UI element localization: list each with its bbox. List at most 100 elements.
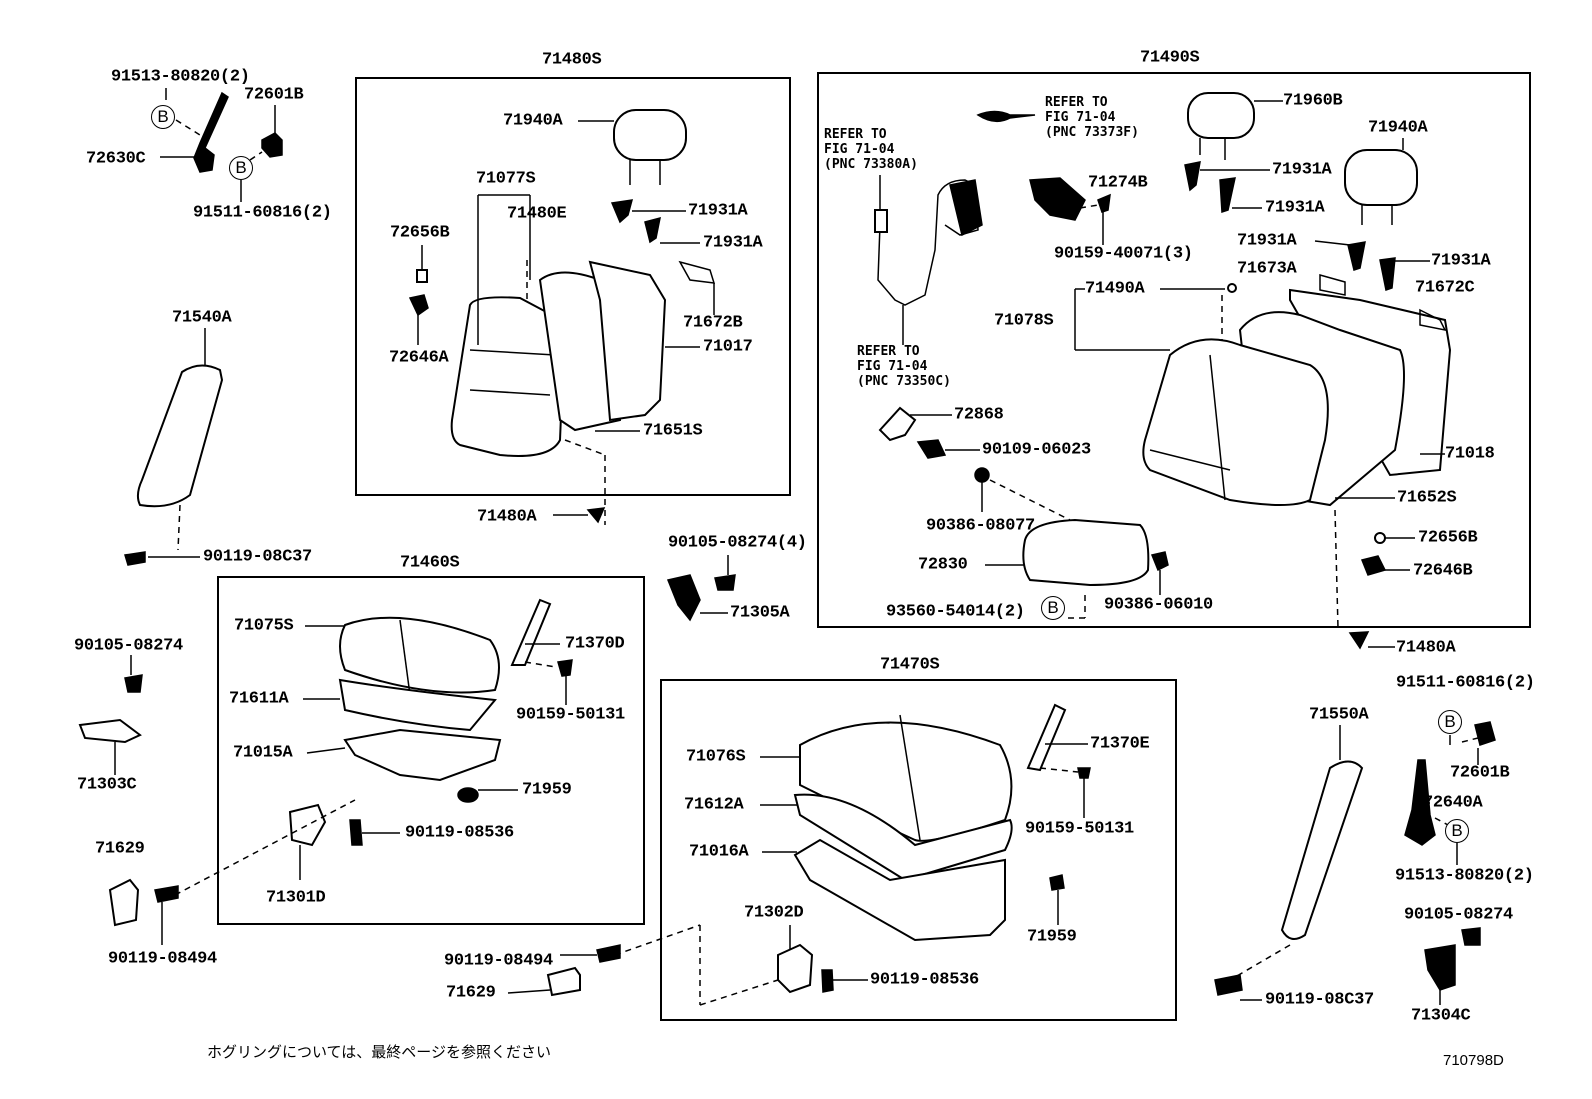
group-title: 71490S: [1140, 48, 1200, 68]
part-71274B: [1029, 177, 1086, 221]
group-title: 71470S: [880, 655, 940, 675]
part-number-label: 71018: [1445, 444, 1495, 464]
reference-note: REFER TO FIG 71-04 (PNC 73373F): [1045, 95, 1139, 140]
reference-note: REFER TO FIG 71-04 (PNC 73380A): [824, 127, 918, 172]
part-number-label: 71931A: [1237, 231, 1297, 251]
part-number-label: 93560-54014(2): [886, 602, 1025, 622]
part-number-label: 90105-08274: [1404, 905, 1513, 925]
part-number-label: 71959: [1027, 927, 1077, 947]
marker-b-circle: B: [1041, 596, 1065, 620]
part-number-label: 71629: [446, 983, 496, 1003]
part-number-label: 72656B: [1418, 528, 1478, 548]
part-number-label: 90119-08536: [405, 823, 514, 843]
part-number-label: 71370D: [565, 634, 625, 654]
part-number-label: 91513-80820(2): [1395, 866, 1534, 886]
part-number-label: 71960B: [1283, 91, 1343, 111]
part-71612A: [793, 793, 1013, 882]
part-number-label: 71931A: [1265, 198, 1325, 218]
part-number-label: 90119-08494: [444, 951, 553, 971]
part-71016A: [793, 838, 1006, 942]
reference-note: REFER TO FIG 71-04 (PNC 73350C): [857, 344, 951, 389]
part-71078S: [1142, 338, 1329, 506]
part-number-label: 71651S: [643, 421, 703, 441]
part-number-label: 71480A: [477, 507, 537, 527]
part-number-label: 71673A: [1237, 259, 1297, 279]
part-number-label: 90119-08C37: [1265, 990, 1374, 1010]
part-71075S: [339, 616, 500, 694]
part-number-label: 71612A: [684, 795, 744, 815]
part-number-label: 71305A: [730, 603, 790, 623]
part-71540A: [136, 364, 224, 508]
part-number-label: 91511-60816(2): [1396, 673, 1535, 693]
part-71015A: [343, 728, 502, 782]
part-number-label: 72868: [954, 405, 1004, 425]
part-number-label: 71304C: [1411, 1006, 1471, 1026]
part-number-label: 72640A: [1423, 793, 1483, 813]
part-number-label: 72630C: [86, 149, 146, 169]
part-number-label: 71302D: [744, 903, 804, 923]
part-number-label: 71015A: [233, 743, 293, 763]
marker-b-circle: B: [1445, 819, 1469, 843]
part-number-label: 90119-08494: [108, 949, 217, 969]
part-number-label: 90386-06010: [1104, 595, 1213, 615]
group-box-71490S: [817, 72, 1531, 628]
group-box-71460S: [217, 576, 645, 925]
part-number-label: 71303C: [77, 775, 137, 795]
part-number-label: 71016A: [689, 842, 749, 862]
part-number-label: 71672B: [683, 313, 743, 333]
group-box-71470S: [660, 679, 1177, 1021]
part-number-label: 71077S: [476, 169, 536, 189]
marker-b-circle: B: [1438, 710, 1462, 734]
part-number-label: 90109-06023: [982, 440, 1091, 460]
part-number-label: 72601B: [244, 85, 304, 105]
part-number-label: 71652S: [1397, 488, 1457, 508]
part-number-label: 71370E: [1090, 734, 1150, 754]
part-number-label: 71301D: [266, 888, 326, 908]
group-title: 71460S: [400, 553, 460, 573]
part-number-label: 90119-08C37: [203, 547, 312, 567]
part-number-label: 90386-08077: [926, 516, 1035, 536]
figure-number: 710798D: [1443, 1052, 1504, 1069]
part-number-label: 90105-08274(4): [668, 533, 807, 553]
part-number-label: 71075S: [234, 616, 294, 636]
part-number-label: 71931A: [1272, 160, 1332, 180]
part-number-label: 91513-80820(2): [111, 67, 250, 87]
part-number-label: 71931A: [1431, 251, 1491, 271]
part-number-label: 71611A: [229, 689, 289, 709]
part-71629: [108, 878, 140, 927]
part-number-label: 90159-50131: [1025, 819, 1134, 839]
marker-b-circle: B: [229, 156, 253, 180]
part-number-label: 71490A: [1085, 279, 1145, 299]
part-72630C: [160, 88, 229, 173]
part-number-label: 71959: [522, 780, 572, 800]
hog-ring-note: ホグリングについては、最終ページを参照ください: [207, 1043, 551, 1061]
part-number-label: 71480A: [1396, 638, 1456, 658]
part-number-label: 71076S: [686, 747, 746, 767]
group-box-71480S: [355, 77, 791, 496]
part-71550A: [1280, 760, 1364, 940]
part-number-label: 71931A: [688, 201, 748, 221]
part-72830: [1022, 518, 1150, 587]
part-number-label: 90105-08274: [74, 636, 183, 656]
part-number-label: 71480E: [507, 204, 567, 224]
group-title: 71480S: [542, 50, 602, 70]
part-number-label: 90159-40071(3): [1054, 244, 1193, 264]
part-number-label: 71274B: [1088, 173, 1148, 193]
part-number-label: 71940A: [1368, 118, 1428, 138]
part-number-label: 91511-60816(2): [193, 203, 332, 223]
part-number-label: 72646A: [389, 348, 449, 368]
part-number-label: 71931A: [703, 233, 763, 253]
part-number-label: 71550A: [1309, 705, 1369, 725]
part-number-label: 90119-08536: [870, 970, 979, 990]
part-72601B: [240, 105, 283, 202]
part-number-label: 71672C: [1415, 278, 1475, 298]
part-number-label: 90159-50131: [516, 705, 625, 725]
part-number-label: 71629: [95, 839, 145, 859]
part-number-label: 72656B: [390, 223, 450, 243]
part-number-label: 72601B: [1450, 763, 1510, 783]
part-number-label: 71017: [703, 337, 753, 357]
part-71611A: [338, 678, 497, 732]
part-number-label: 71940A: [503, 111, 563, 131]
